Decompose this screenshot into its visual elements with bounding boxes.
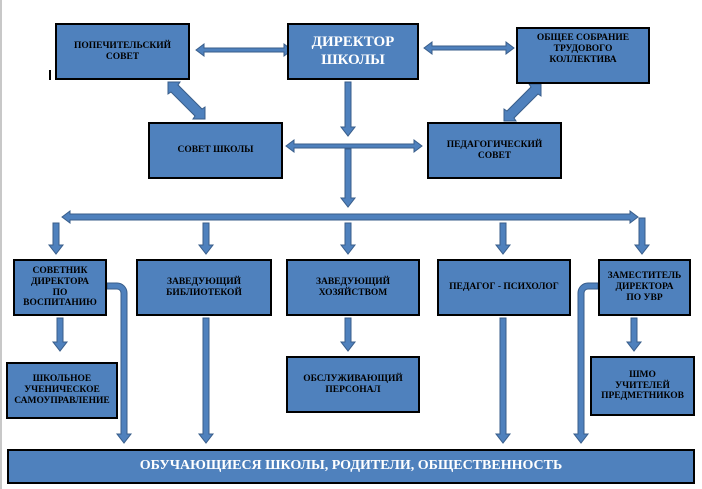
node-trustees: ПОПЕЧИТЕЛЬСКИЙ СОВЕТ xyxy=(55,23,190,80)
node-general-meeting-label: ОБЩЕЕ СОБРАНИЕ ТРУДОВОГО КОЛЛЕКТИВА xyxy=(536,33,630,65)
arrow-council-pedcouncil xyxy=(285,139,423,153)
node-deputy-director: ЗАМЕСТИТЕЛЬ ДИРЕКТОРА ПО УВР xyxy=(598,259,691,316)
arrow-to-advisor xyxy=(47,222,65,255)
node-teachers-association-label: ШМО УЧИТЕЛЕЙ ПРЕДМЕТНИКОВ xyxy=(601,369,684,402)
arrow-advisor-community xyxy=(106,282,133,444)
arrow-advisor-selfgov xyxy=(51,317,69,352)
node-teachers-association: ШМО УЧИТЕЛЕЙ ПРЕДМЕТНИКОВ xyxy=(590,356,695,416)
arrow-psychologist-community xyxy=(494,317,512,444)
node-school-council-label: СОВЕТ ШКОЛЫ xyxy=(177,145,254,156)
node-trustees-label: ПОПЕЧИТЕЛЬСКИЙ СОВЕТ xyxy=(73,40,172,62)
node-community: ОБУЧАЮЩИЕСЯ ШКОЛЫ, РОДИТЕЛИ, ОБЩЕСТВЕННО… xyxy=(7,449,695,484)
arrow-library-community xyxy=(197,317,215,444)
node-student-self-government: ШКОЛЬНОЕ УЧЕНИЧЕСКОЕ САМОУПРАВЛЕНИЕ xyxy=(6,362,118,419)
arrow-director-meeting xyxy=(423,41,515,55)
arrow-deputy-teachers xyxy=(625,317,643,352)
node-head-library-label: ЗАВЕДУЮЩИЙ БИБЛИОТЕКОЙ xyxy=(166,276,242,298)
arrow-deputy-community xyxy=(572,282,599,444)
arrow-director-down xyxy=(339,81,357,137)
node-psychologist: ПЕДАГОГ - ПСИХОЛОГ xyxy=(437,259,571,316)
node-head-household-label: ЗАВЕДУЮЩИЙ ХОЗЯЙСТВОМ xyxy=(315,276,391,298)
node-head-library: ЗАВЕДУЮЩИЙ БИБЛИОТЕКОЙ xyxy=(136,259,272,316)
node-pedagogical-council: ПЕДАГОГИЧЕСКИЙ СОВЕТ xyxy=(427,122,562,179)
node-community-label: ОБУЧАЮЩИЕСЯ ШКОЛЫ, РОДИТЕЛИ, ОБЩЕСТВЕННО… xyxy=(139,458,563,474)
text-cursor xyxy=(49,70,51,80)
window-left-edge xyxy=(0,0,2,489)
node-student-self-government-label: ШКОЛЬНОЕ УЧЕНИЧЕСКОЕ САМОУПРАВЛЕНИЕ xyxy=(14,374,110,406)
node-advisor-upbringing-label: СОВЕТНИК ДИРЕКТОРА ПО ВОСПИТАНИЮ xyxy=(23,265,97,309)
node-director-label: ДИРЕКТОР ШКОЛЫ xyxy=(311,34,395,68)
node-deputy-director-label: ЗАМЕСТИТЕЛЬ ДИРЕКТОРА ПО УВР xyxy=(607,271,682,303)
node-pedagogical-council-label: ПЕДАГОГИЧЕСКИЙ СОВЕТ xyxy=(446,139,543,161)
arrow-to-library xyxy=(197,222,215,255)
node-service-staff-label: ОБСЛУЖИВАЮЩИЙ ПЕРСОНАЛ xyxy=(303,373,403,395)
arrow-distribution-bus xyxy=(61,210,639,224)
arrow-trustees-director xyxy=(195,43,293,57)
arrow-meeting-pedcouncil xyxy=(503,83,542,122)
arrow-household-staff xyxy=(339,317,357,352)
node-advisor-upbringing: СОВЕТНИК ДИРЕКТОРА ПО ВОСПИТАНИЮ xyxy=(13,259,107,316)
node-director: ДИРЕКТОР ШКОЛЫ xyxy=(287,23,419,80)
arrow-to-household xyxy=(339,222,357,255)
node-general-meeting: ОБЩЕЕ СОБРАНИЕ ТРУДОВОГО КОЛЛЕКТИВА xyxy=(516,27,650,84)
node-school-council: СОВЕТ ШКОЛЫ xyxy=(148,122,283,179)
arrow-trustees-council xyxy=(167,81,206,120)
arrow-center-to-bus xyxy=(339,148,357,208)
node-head-household: ЗАВЕДУЮЩИЙ ХОЗЯЙСТВОМ xyxy=(286,259,420,316)
node-psychologist-label: ПЕДАГОГ - ПСИХОЛОГ xyxy=(449,282,559,293)
arrow-to-psychologist xyxy=(494,222,512,255)
node-service-staff: ОБСЛУЖИВАЮЩИЙ ПЕРСОНАЛ xyxy=(286,356,420,413)
arrow-to-deputy xyxy=(633,217,651,255)
